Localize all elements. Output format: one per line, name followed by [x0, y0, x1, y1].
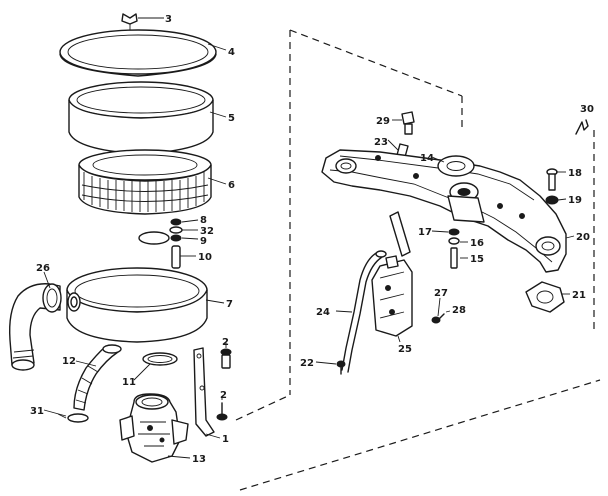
- filter-element: [78, 149, 212, 215]
- callout-labels: 3 4 5 6 8 32 9 10 7 26 12 11 2 2 1 13 31…: [30, 14, 594, 465]
- screw-lower: [216, 402, 228, 421]
- manifold-washer: [545, 195, 559, 205]
- callout-14: 14: [420, 153, 434, 164]
- callout-12: 12: [62, 356, 76, 367]
- callout-8: 8: [200, 215, 207, 226]
- air-cleaner-cover: [59, 29, 217, 77]
- screw-upper: [220, 348, 232, 369]
- callout-6: 6: [228, 180, 235, 191]
- manifold-gasket: [437, 155, 475, 177]
- callout-28: 28: [452, 305, 466, 316]
- callout-20: 20: [576, 232, 590, 243]
- callout-24: 24: [316, 307, 330, 318]
- callout-25: 25: [398, 344, 412, 355]
- callout-29: 29: [376, 116, 390, 127]
- callout-22: 22: [300, 358, 314, 369]
- callout-16: 16: [470, 238, 484, 249]
- callout-17: 17: [418, 227, 432, 238]
- callout-7: 7: [226, 299, 233, 310]
- small-hardware-stack: [169, 218, 183, 242]
- choke-bracket: [193, 347, 215, 437]
- callout-21: 21: [572, 290, 586, 301]
- callout-2-lower: 2: [220, 390, 227, 401]
- carb-gasket: [142, 352, 178, 366]
- pump-screws: [431, 313, 445, 324]
- callout-9: 9: [200, 236, 207, 247]
- elbow-duct: [8, 283, 62, 371]
- callout-3: 3: [165, 14, 172, 25]
- callout-15: 15: [470, 254, 484, 265]
- callout-31: 31: [30, 406, 44, 417]
- stud: [171, 245, 181, 269]
- callout-19: 19: [568, 195, 582, 206]
- hose-fitting: [336, 360, 346, 375]
- air-cleaner-base: [66, 267, 208, 343]
- callout-32: 32: [200, 226, 214, 237]
- connector-tube: [389, 211, 411, 257]
- vacuum-fitting-hardware: [448, 228, 460, 269]
- callout-30: 30: [580, 104, 594, 115]
- spring-clip: [575, 119, 589, 135]
- flange-gasket: [525, 281, 565, 313]
- callout-18: 18: [568, 168, 582, 179]
- callout-26: 26: [36, 263, 50, 274]
- callout-5: 5: [228, 113, 235, 124]
- wing-nut: [121, 13, 138, 44]
- dashed-boundary: [235, 29, 601, 491]
- fuel-line: [341, 250, 387, 373]
- callout-10: 10: [198, 252, 212, 263]
- fuel-pump: [371, 255, 413, 337]
- callout-4: 4: [228, 47, 235, 58]
- callout-2-upper: 2: [222, 337, 229, 348]
- intake-hose: [73, 344, 122, 411]
- air-cleaner-band: [68, 81, 214, 155]
- gasket-plate: [138, 231, 170, 245]
- callout-27: 27: [434, 288, 448, 299]
- carburetor: [119, 393, 189, 463]
- callout-13: 13: [192, 454, 206, 465]
- callout-1: 1: [222, 434, 229, 445]
- hose-clamp: [57, 413, 89, 423]
- manifold-bolt: [546, 168, 558, 191]
- sensor-fitting: [401, 111, 415, 135]
- callout-11: 11: [122, 377, 136, 388]
- callout-23: 23: [374, 137, 388, 148]
- leader-lines: [43, 17, 575, 459]
